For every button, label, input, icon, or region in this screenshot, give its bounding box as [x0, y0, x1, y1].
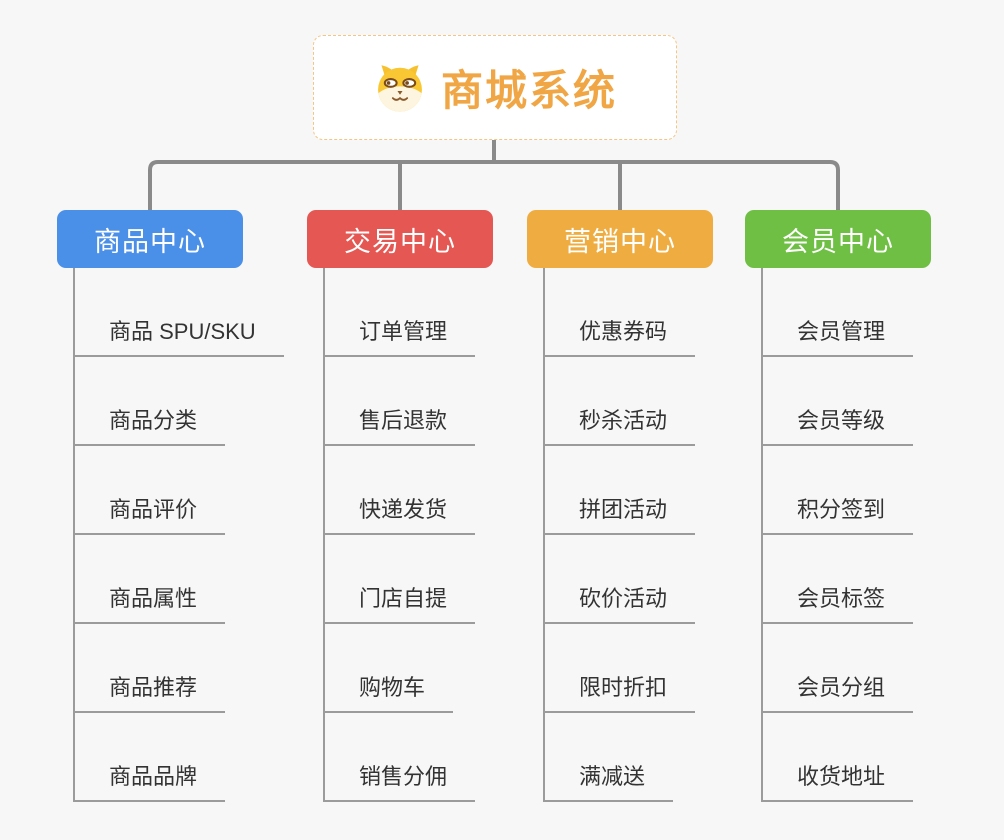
leaf-label: 砍价活动 — [579, 586, 668, 611]
leaf-label: 商品 SPU/SKU — [109, 319, 256, 344]
leaf-item[interactable]: 商品品牌 — [75, 713, 226, 802]
branch-column-1: 商品中心商品 SPU/SKU 商品分类商品评价商品属性商品推荐商品品牌 — [57, 210, 284, 802]
leaf-label: 商品推荐 — [109, 675, 198, 700]
leaf-item[interactable]: 收货地址 — [763, 713, 914, 802]
leaf-label: 会员标签 — [797, 586, 886, 611]
leaf-item[interactable]: 砍价活动 — [545, 535, 696, 624]
branch-label: 交易中心 — [344, 226, 456, 257]
leaf-item[interactable]: 积分签到 — [763, 446, 914, 535]
leaf-item[interactable]: 会员等级 — [763, 357, 914, 446]
leaf-item[interactable]: 拼团活动 — [545, 446, 696, 535]
leaf-label: 销售分佣 — [359, 764, 448, 789]
leaf-list: 商品 SPU/SKU 商品分类商品评价商品属性商品推荐商品品牌 — [73, 268, 284, 802]
branch-bus-line — [148, 160, 840, 210]
leaf-item[interactable]: 订单管理 — [325, 268, 476, 357]
branch-column-2: 交易中心订单管理售后退款快递发货门店自提购物车销售分佣 — [307, 210, 493, 802]
leaf-label: 积分签到 — [797, 497, 886, 522]
leaf-label: 满减送 — [579, 764, 646, 789]
leaf-list: 订单管理售后退款快递发货门店自提购物车销售分佣 — [323, 268, 476, 802]
leaf-item[interactable]: 商品 SPU/SKU — [75, 268, 284, 357]
leaf-label: 商品属性 — [109, 586, 198, 611]
branch-node[interactable]: 交易中心 — [307, 210, 493, 268]
branch-label: 商品中心 — [94, 226, 206, 257]
leaf-label: 商品品牌 — [109, 764, 198, 789]
leaf-item[interactable]: 秒杀活动 — [545, 357, 696, 446]
leaf-label: 收货地址 — [797, 764, 886, 789]
leaf-label: 快递发货 — [359, 497, 448, 522]
leaf-item[interactable]: 商品评价 — [75, 446, 226, 535]
leaf-item[interactable]: 商品推荐 — [75, 624, 226, 713]
branch-node[interactable]: 会员中心 — [745, 210, 931, 268]
leaf-item[interactable]: 售后退款 — [325, 357, 476, 446]
branch-column-3: 营销中心优惠券码秒杀活动拼团活动砍价活动限时折扣满减送 — [527, 210, 713, 802]
leaf-list: 优惠券码秒杀活动拼团活动砍价活动限时折扣满减送 — [543, 268, 696, 802]
branch-node[interactable]: 商品中心 — [57, 210, 243, 268]
leaf-label: 购物车 — [359, 675, 426, 700]
leaf-item[interactable]: 快递发货 — [325, 446, 476, 535]
leaf-item[interactable]: 销售分佣 — [325, 713, 476, 802]
root-label: 商城系统 — [440, 67, 617, 114]
leaf-label: 订单管理 — [359, 319, 448, 344]
leaf-item[interactable]: 购物车 — [325, 624, 454, 713]
leaf-label: 门店自提 — [359, 586, 448, 611]
leaf-item[interactable]: 优惠券码 — [545, 268, 696, 357]
leaf-label: 秒杀活动 — [579, 408, 668, 433]
leaf-label: 会员管理 — [797, 319, 886, 344]
root-node[interactable]: 商城系统 — [313, 35, 677, 140]
leaf-label: 拼团活动 — [579, 497, 668, 522]
leaf-label: 会员分组 — [797, 675, 886, 700]
leaf-item[interactable]: 会员分组 — [763, 624, 914, 713]
leaf-item[interactable]: 会员管理 — [763, 268, 914, 357]
leaf-item[interactable]: 满减送 — [545, 713, 674, 802]
branch-column-4: 会员中心会员管理会员等级积分签到会员标签会员分组收货地址 — [745, 210, 931, 802]
branch-node[interactable]: 营销中心 — [527, 210, 713, 268]
leaf-item[interactable]: 会员标签 — [763, 535, 914, 624]
leaf-label: 优惠券码 — [579, 319, 668, 344]
leaf-label: 限时折扣 — [579, 675, 668, 700]
leaf-item[interactable]: 商品分类 — [75, 357, 226, 446]
branch-label: 营销中心 — [564, 226, 676, 257]
leaf-item[interactable]: 门店自提 — [325, 535, 476, 624]
leaf-label: 商品分类 — [109, 408, 198, 433]
leaf-label: 会员等级 — [797, 408, 886, 433]
branch-label: 会员中心 — [782, 226, 894, 257]
leaf-list: 会员管理会员等级积分签到会员标签会员分组收货地址 — [761, 268, 914, 802]
leaf-item[interactable]: 限时折扣 — [545, 624, 696, 713]
leaf-label: 售后退款 — [359, 408, 448, 433]
leaf-label: 商品评价 — [109, 497, 198, 522]
shiba-dog-icon — [373, 61, 427, 115]
leaf-item[interactable]: 商品属性 — [75, 535, 226, 624]
